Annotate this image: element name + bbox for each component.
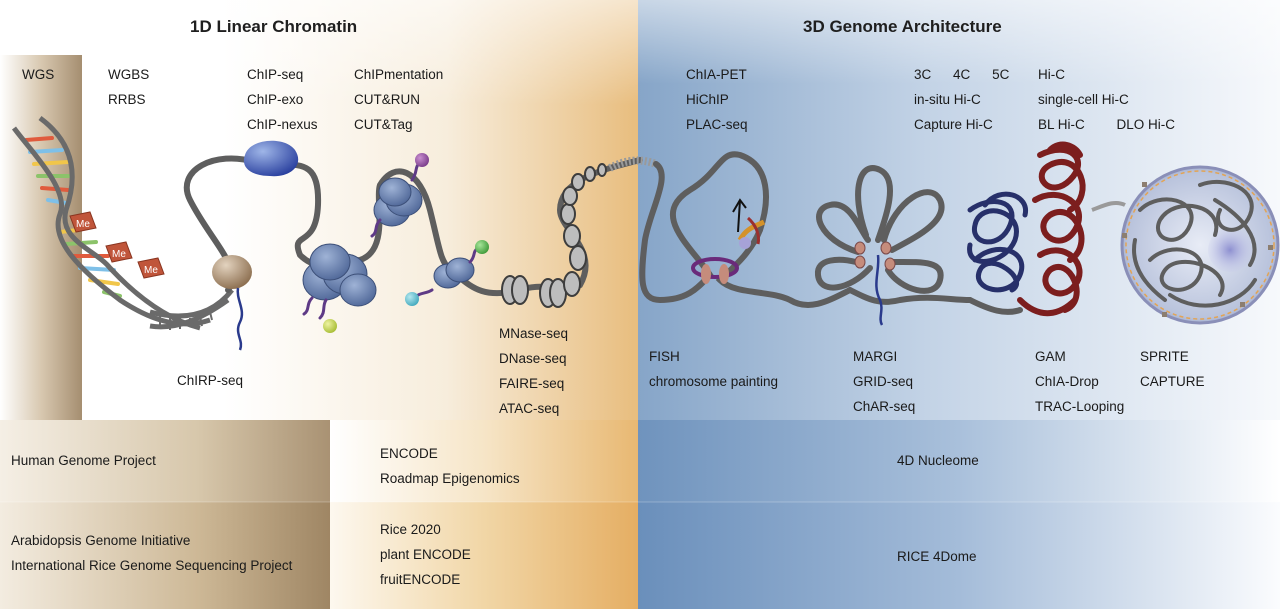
method-label: RRBS — [108, 92, 146, 107]
header-3d-genome-architecture: 3D Genome Architecture — [803, 17, 1002, 36]
methyl-tag: Me — [69, 211, 97, 233]
project-label: fruitENCODE — [380, 572, 461, 587]
nucleosome-cluster — [302, 153, 489, 333]
project-group-encode: ENCODE Roadmap Epigenomics — [380, 441, 520, 491]
accessible-nucleosomes — [501, 163, 607, 308]
method-group-hic: Hi-C single-cell Hi-C BL Hi-C DLO Hi-C — [1038, 62, 1175, 137]
nucleus — [1120, 165, 1280, 325]
method-label: chromosome painting — [649, 374, 779, 389]
method-label: PLAC-seq — [686, 117, 748, 132]
method-group-chip2: ChIPmentation CUT&RUN CUT&Tag — [354, 62, 443, 137]
method-label: ChIP-exo — [247, 92, 304, 107]
method-group-chirp: ChIRP-seq — [177, 368, 243, 393]
project-group-plant-encode: Rice 2020 plant ENCODE fruitENCODE — [380, 517, 471, 592]
project-label: plant ENCODE — [380, 547, 471, 562]
compartment-a — [967, 191, 1028, 293]
method-label: in-situ Hi-C — [914, 92, 981, 107]
project-label: ENCODE — [380, 446, 438, 461]
method-label: single-cell Hi-C — [1038, 92, 1129, 107]
method-label: FAIRE-seq — [499, 376, 565, 391]
method-label: 5C — [992, 67, 1010, 82]
compartment-b — [1017, 141, 1086, 317]
method-label: ChIPmentation — [354, 67, 444, 82]
method-label: ChAR-seq — [853, 399, 916, 414]
rna-protein-complex — [212, 255, 252, 351]
project-label: Arabidopsis Genome Initiative — [11, 533, 191, 548]
method-row-3c-4c-5c: 3C 4C 5C — [914, 62, 1009, 87]
method-row-hic-variants: BL Hi-C DLO Hi-C — [1038, 112, 1175, 137]
project-label: International Rice Genome Sequencing Pro… — [11, 558, 293, 573]
project-label: Roadmap Epigenomics — [380, 471, 520, 486]
method-label: ChIRP-seq — [177, 373, 244, 388]
method-label: CUT&Tag — [354, 117, 413, 132]
method-group-chia: ChIA-PET HiChIP PLAC-seq — [686, 62, 748, 137]
method-label: SPRITE — [1140, 349, 1189, 364]
method-label: GRID-seq — [853, 374, 914, 389]
svg-text:Me: Me — [76, 219, 90, 230]
methyl-tag: Me — [137, 257, 165, 279]
method-label: 3C — [914, 67, 932, 82]
project-human-genome: Human Genome Project — [11, 453, 156, 468]
method-label: DLO Hi-C — [1116, 117, 1176, 132]
loop-anchor — [691, 198, 766, 284]
method-label: MARGI — [853, 349, 898, 364]
method-label: BL Hi-C — [1038, 117, 1085, 132]
method-label: WGS — [22, 67, 55, 82]
dna-helix: Me Me Me — [11, 115, 234, 331]
header-1d-linear-chromatin: 1D Linear Chromatin — [190, 17, 358, 36]
project-rice-4dome: RICE 4Dome — [897, 549, 977, 564]
method-label: Capture Hi-C — [914, 117, 993, 132]
method-group-rna-chromatin: MARGI GRID-seq ChAR-seq — [853, 344, 915, 419]
method-group-sprite: SPRITE CAPTURE — [1140, 344, 1205, 394]
method-label: GAM — [1035, 349, 1066, 364]
methyl-tag: Me — [105, 241, 133, 263]
project-4d-nucleome: 4D Nucleome — [897, 453, 979, 468]
project-group-plant-genome: Arabidopsis Genome Initiative Internatio… — [11, 528, 292, 578]
method-label: 4C — [953, 67, 971, 82]
method-label: Hi-C — [1038, 67, 1065, 82]
method-label: ATAC-seq — [499, 401, 560, 416]
method-label: CUT&RUN — [354, 92, 420, 107]
svg-text:Me: Me — [112, 249, 126, 260]
method-group-ligation-free: GAM ChIA-Drop TRAC-Looping — [1035, 344, 1124, 419]
method-group-wgs: WGS — [22, 62, 54, 87]
method-group-3c: 3C 4C 5C in-situ Hi-C Capture Hi-C — [914, 62, 1009, 137]
method-label: ChIA-Drop — [1035, 374, 1099, 389]
chip-protein — [243, 140, 299, 177]
method-label: WGBS — [108, 67, 150, 82]
method-group-accessibility: MNase-seq DNase-seq FAIRE-seq ATAC-seq — [499, 321, 568, 421]
method-group-bisulfite: WGBS RRBS — [108, 62, 149, 112]
method-label: DNase-seq — [499, 351, 567, 366]
method-group-fish: FISH chromosome painting — [649, 344, 778, 394]
method-label: ChIP-nexus — [247, 117, 318, 132]
method-label: HiChIP — [686, 92, 729, 107]
method-label: FISH — [649, 349, 680, 364]
method-label: MNase-seq — [499, 326, 569, 341]
method-label: ChIA-PET — [686, 67, 747, 82]
project-label: Rice 2020 — [380, 522, 441, 537]
method-group-chip: ChIP-seq ChIP-exo ChIP-nexus — [247, 62, 318, 137]
svg-text:Me: Me — [144, 265, 158, 276]
method-label: CAPTURE — [1140, 374, 1205, 389]
method-label: TRAC-Looping — [1035, 399, 1125, 414]
chromatin-loop-fiber — [639, 151, 853, 308]
method-label: ChIP-seq — [247, 67, 304, 82]
rna-chromatin-loops — [815, 165, 973, 305]
